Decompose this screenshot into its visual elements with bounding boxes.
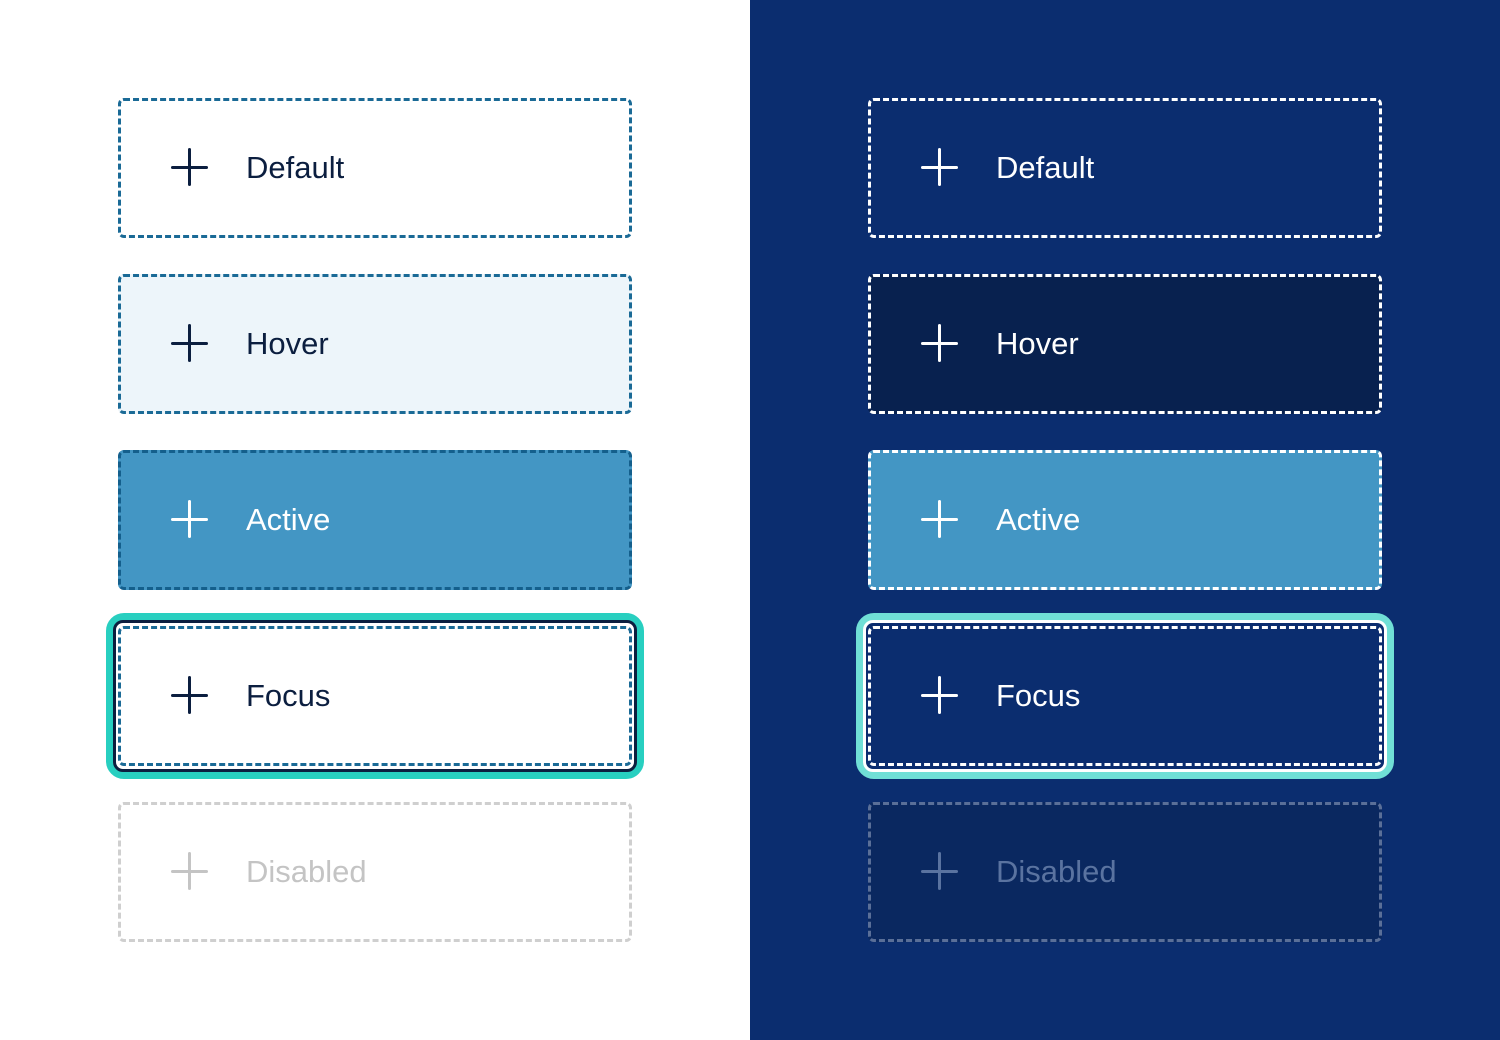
- add-button-focus[interactable]: Focus: [118, 626, 632, 766]
- focus-ring: [106, 613, 644, 779]
- add-button-active[interactable]: Active: [868, 450, 1382, 590]
- focus-ring: [856, 613, 1394, 779]
- add-button-hover[interactable]: Hover: [118, 274, 632, 414]
- plus-icon: [171, 852, 211, 892]
- add-button-active[interactable]: Active: [118, 450, 632, 590]
- add-button-focus[interactable]: Focus: [868, 626, 1382, 766]
- button-label: Hover: [996, 326, 1079, 361]
- add-button-hover[interactable]: Hover: [868, 274, 1382, 414]
- button-label: Active: [246, 502, 331, 537]
- plus-icon: [921, 324, 961, 364]
- add-button-disabled: Disabled: [868, 802, 1382, 942]
- button-label: Hover: [246, 326, 329, 361]
- add-button-disabled: Disabled: [118, 802, 632, 942]
- plus-icon: [921, 148, 961, 188]
- button-label: Active: [996, 502, 1081, 537]
- button-label: Default: [246, 150, 345, 185]
- add-button-default[interactable]: Default: [118, 98, 632, 238]
- plus-icon: [171, 148, 211, 188]
- button-label: Focus: [246, 678, 331, 713]
- add-button-default[interactable]: Default: [868, 98, 1382, 238]
- plus-icon: [921, 676, 961, 716]
- plus-icon: [171, 500, 211, 540]
- plus-icon: [921, 852, 961, 892]
- dark-theme-panel: Default Hover Active Focus Disabled: [750, 0, 1500, 1040]
- light-theme-panel: Default Hover Active Focus Disabled: [106, 98, 644, 942]
- button-label: Disabled: [246, 854, 367, 889]
- button-label: Disabled: [996, 854, 1117, 889]
- button-label: Focus: [996, 678, 1081, 713]
- plus-icon: [921, 500, 961, 540]
- plus-icon: [171, 324, 211, 364]
- plus-icon: [171, 676, 211, 716]
- button-label: Default: [996, 150, 1095, 185]
